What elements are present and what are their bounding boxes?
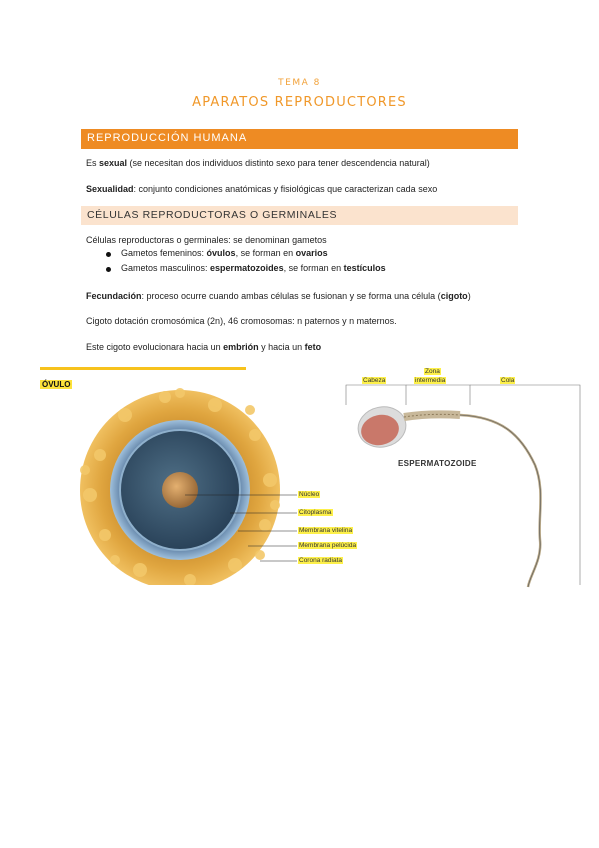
bold-text: ovarios (295, 248, 328, 258)
text: , se forman en (283, 263, 344, 273)
bold-text: sexual (99, 158, 128, 168)
label-cabeza: Cabeza (362, 377, 387, 384)
label-citoplasma: Citoplasma (298, 509, 333, 516)
section-heading-reproduccion: REPRODUCCIÓN HUMANA (81, 129, 518, 149)
label-cola: Cola (500, 377, 516, 384)
bold-text: embrión (223, 342, 259, 352)
tema-number: TEMA 8 (278, 78, 321, 88)
text: (se necesitan dos individuos distinto se… (127, 158, 430, 168)
text: Gametos femeninos: (121, 248, 207, 258)
text: : conjunto condiciones anatómicas y fisi… (133, 184, 438, 194)
label-membrana-pelucida: Membrana pelúcida (298, 542, 358, 549)
bold-text: testículos (343, 263, 386, 273)
text: Es (86, 158, 100, 168)
label-intermedia: intermedia (414, 377, 447, 384)
paragraph-intro: Células reproductoras o germinales: se d… (86, 235, 327, 245)
figure-underline (40, 367, 246, 370)
paragraph-sexual: Es sexual (se necesitan dos individuos d… (86, 157, 430, 169)
paragraph-evoluciona: Este cigoto evolucionara hacia un embrió… (86, 341, 321, 353)
espermatozoide-title: ESPERMATOZOIDE (398, 459, 477, 468)
section-heading-label: REPRODUCCIÓN HUMANA (87, 132, 248, 144)
paragraph-sexualidad: Sexualidad: conjunto condiciones anatómi… (86, 183, 437, 195)
text: Este cigoto evolucionara hacia un (86, 342, 224, 352)
section-heading-label: CÉLULAS REPRODUCTORAS O GERMINALES (87, 209, 338, 221)
bullet-dot (106, 267, 111, 272)
bold-text: óvulos (206, 248, 236, 258)
label-membrana-vitelina: Membrana vitelina (298, 527, 354, 534)
bold-text: Fecundación (86, 291, 142, 301)
paragraph-cigoto: Cigoto dotación cromosómica (2n), 46 cro… (86, 316, 397, 326)
text: , se forman en (235, 248, 296, 258)
espermatozoide-illustration (345, 384, 581, 588)
label-nucleo: Núcleo (298, 491, 321, 498)
bold-text: cigoto (440, 291, 468, 301)
bold-text: feto (304, 342, 322, 352)
nucleo-shape (162, 472, 198, 508)
page-title: APARATOS REPRODUCTORES (192, 95, 407, 110)
ovulo-illustration (80, 388, 297, 585)
text: : proceso ocurre cuando ambas células se… (141, 291, 441, 301)
bold-text: Sexualidad (86, 184, 134, 194)
paragraph-fecundacion: Fecundación: proceso ocurre cuando ambas… (86, 290, 471, 302)
bullet-dot (106, 252, 111, 257)
text: y hacia un (258, 342, 305, 352)
label-corona-radiata: Corona radiata (298, 557, 343, 564)
list-item-femeninos: Gametos femeninos: óvulos, se forman en … (121, 248, 328, 258)
label-zona: Zona (424, 368, 441, 375)
bold-text: espermatozoides (210, 263, 284, 273)
text: Gametos masculinos: (121, 263, 211, 273)
section-heading-celulas: CÉLULAS REPRODUCTORAS O GERMINALES (81, 206, 518, 225)
ovulo-figure-title: ÓVULO (40, 380, 73, 389)
list-item-masculinos: Gametos masculinos: espermatozoides, se … (121, 263, 386, 273)
text: ) (467, 291, 471, 301)
